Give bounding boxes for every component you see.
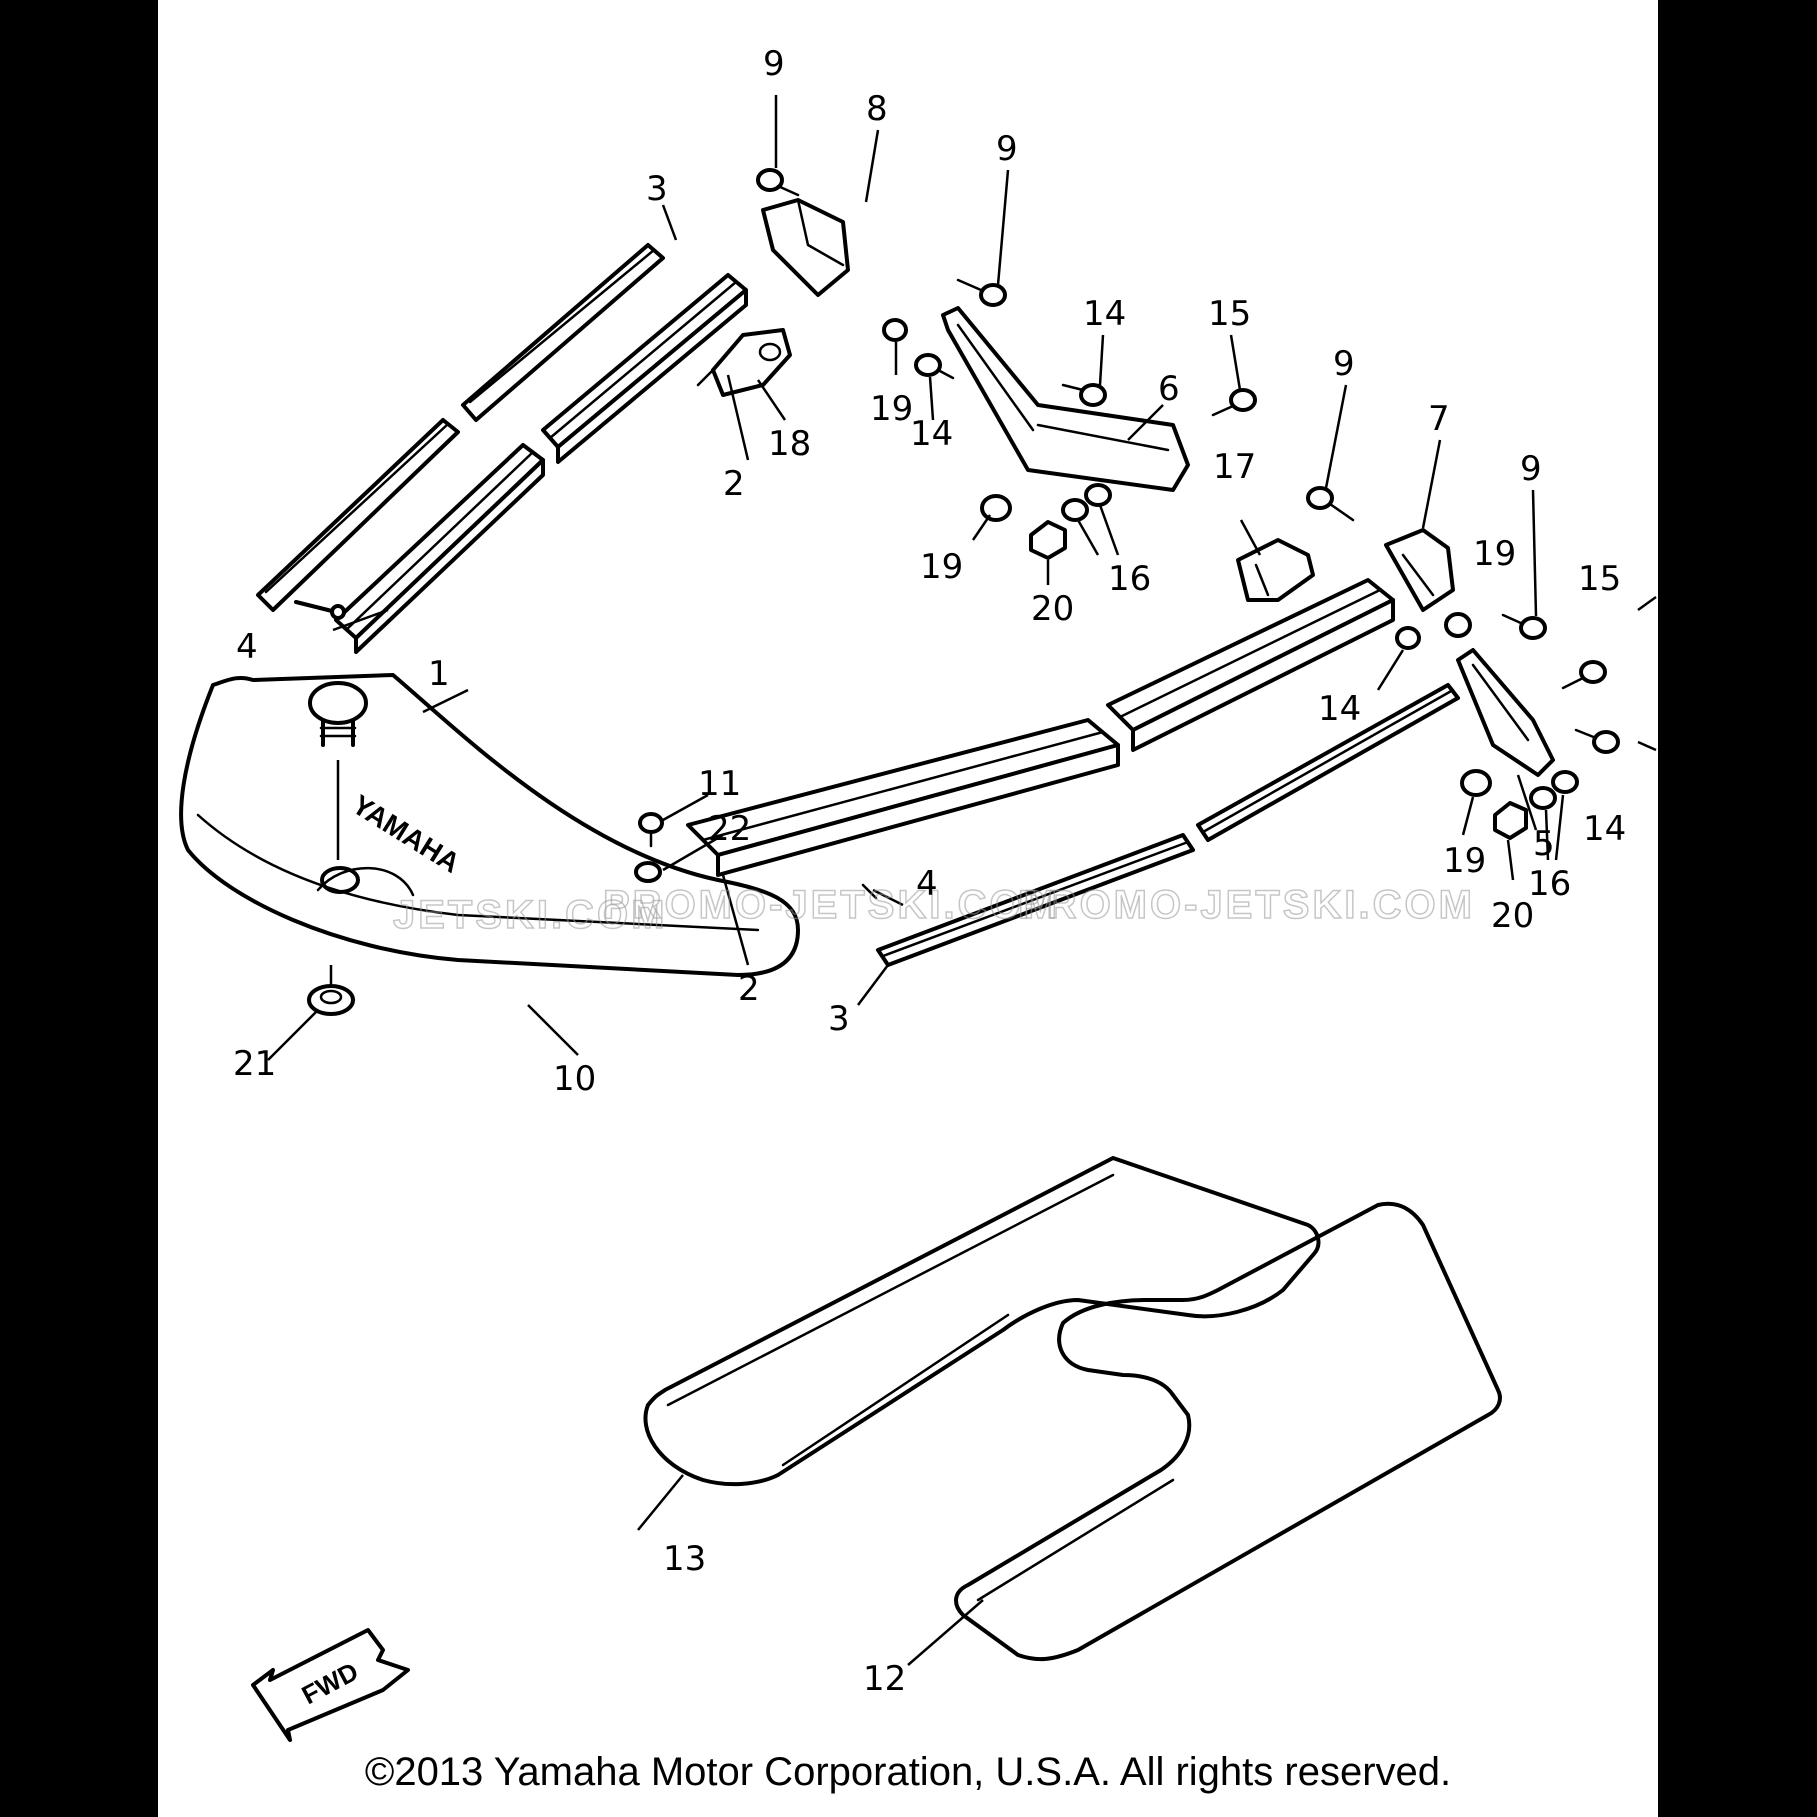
watermark-2: PROMO-JETSKI.COM [603,883,1060,927]
part-3-upper-rail [256,243,665,612]
bolt-14-d [1574,728,1620,754]
callout-7: 7 [1428,399,1450,439]
nut-19-b [980,494,1012,522]
bolt-9-d [1501,613,1547,640]
nut-19-c [1444,612,1472,638]
callout-18: 18 [768,424,811,464]
callout-9: 9 [1520,449,1542,489]
callout-1: 1 [428,654,450,694]
callout-16: 16 [1528,864,1571,904]
callout-2: 2 [723,464,745,504]
callout-15: 15 [1208,294,1251,334]
bolt-9-b [956,278,1007,307]
bolt-15-b [1561,660,1607,690]
callout-4: 4 [916,864,938,904]
bolt-14-b [1061,383,1107,407]
callout-14: 14 [1083,294,1126,334]
callout-16: 16 [1108,559,1151,599]
callout-19: 19 [870,389,913,429]
washer-22 [634,861,662,883]
callout-17: 17 [1213,447,1256,487]
callout-2: 2 [738,969,760,1009]
bolt-14-c [1395,626,1421,650]
part-2-lower-channel [686,578,1395,877]
callout-14: 14 [1318,689,1361,729]
callout-6: 6 [1158,369,1180,409]
fwd-direction-arrow: FWD [251,1628,410,1742]
callout-20: 20 [1031,589,1074,629]
callout-20: 20 [1491,896,1534,936]
callout-19: 19 [1443,841,1486,881]
callout-13: 13 [663,1539,706,1579]
screw-11 [638,812,664,848]
callout-22: 22 [708,809,751,849]
callout-3: 3 [828,999,850,1039]
callout-labels: 9 8 9 3 14 15 9 7 9 6 19 14 18 2 17 19 1… [233,44,1626,1699]
washer-16-a [1061,483,1112,522]
nut-19-d [1460,769,1492,797]
rivet-4-a [294,600,346,620]
part-8-clamp [761,198,850,297]
part-3-lower-rail [876,683,1460,967]
callout-14: 14 [1583,809,1626,849]
callout-19: 19 [920,547,963,587]
part-13-mat [643,1156,1321,1487]
callout-15: 15 [1578,559,1621,599]
part-6-bracket [941,306,1190,492]
bolt-9-c [1306,486,1355,522]
bolt-15-a [1211,388,1257,417]
nut-20-a [1029,520,1067,560]
callout-19: 19 [1473,534,1516,574]
nut-20-b [1493,801,1528,840]
part-18-bracket [696,328,792,397]
callout-11: 11 [698,764,741,804]
callout-21: 21 [233,1044,276,1084]
callout-9: 9 [1333,344,1355,384]
leader-lines [267,95,1657,1666]
callout-5: 5 [1533,824,1555,864]
exploded-parts-diagram: YAMAHA [179,44,1657,1742]
bolt-14-a [914,353,955,380]
callout-10: 10 [553,1059,596,1099]
part-21-grommet [307,965,355,1016]
part-7-bracket [1384,528,1455,612]
watermark-1: JETSKI.COM [393,893,667,937]
callout-14: 14 [910,414,953,454]
callout-12: 12 [863,1659,906,1699]
part-12-mat [954,1201,1502,1662]
part-5-bracket [1456,648,1555,777]
copyright-notice: ©2013 Yamaha Motor Corporation, U.S.A. A… [364,1750,1452,1794]
bolt-19-a [882,318,908,342]
washer-16-b [1529,770,1579,810]
callout-8: 8 [866,89,888,129]
callout-3: 3 [646,169,668,209]
fasteners [294,168,1620,900]
part-17-clip [1236,538,1315,602]
part-2-upper-channel [334,273,748,654]
part-1-plug [308,681,368,860]
watermark-3: PROMO-JETSKI.COM [1018,883,1475,927]
callout-9: 9 [996,129,1018,169]
diagram-sheet: YAMAHA [158,0,1658,1817]
watermarks: JETSKI.COM PROMO-JETSKI.COM PROMO-JETSKI… [392,882,1475,938]
part-10-front-bumper: YAMAHA [179,673,800,977]
bolt-9-a [756,168,800,197]
rivet-4-b [861,883,878,900]
callout-4: 4 [236,627,258,667]
callout-9: 9 [763,44,785,84]
